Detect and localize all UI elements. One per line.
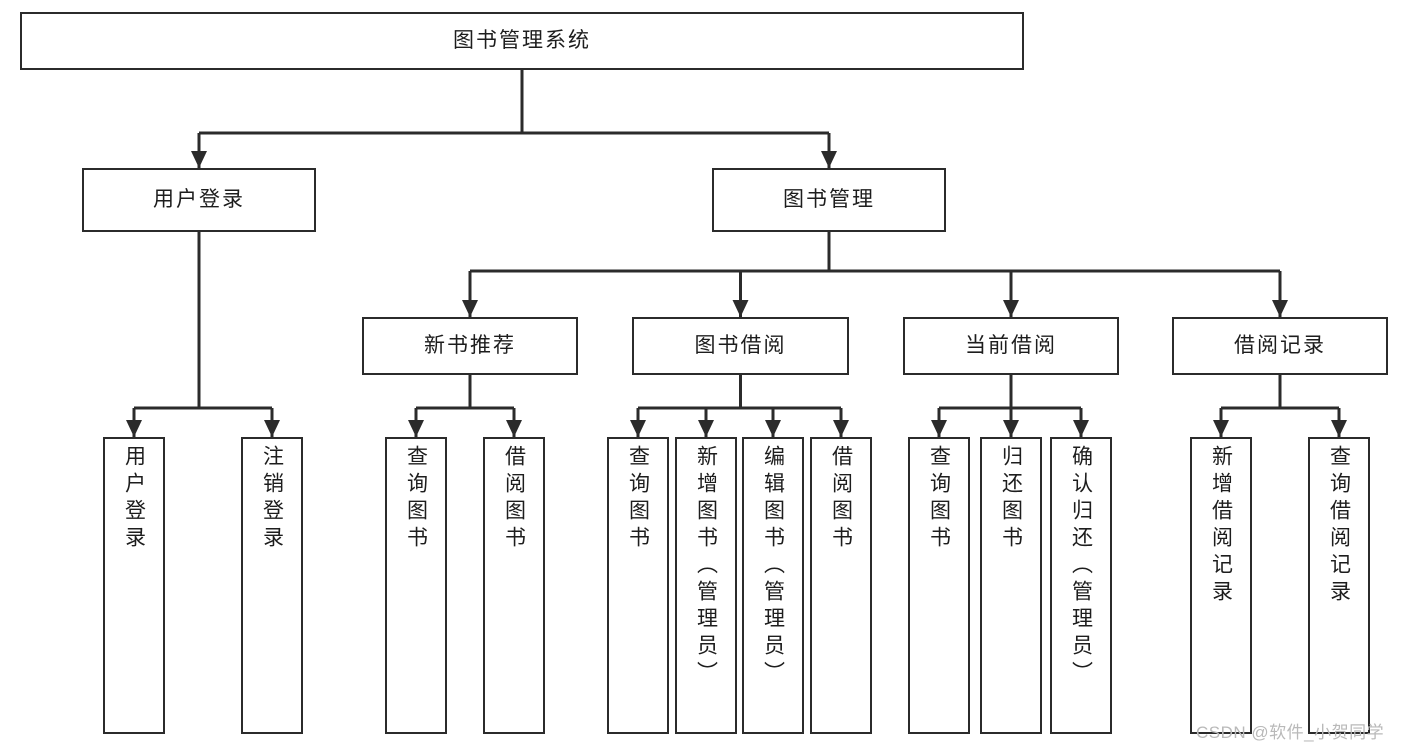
arrowhead-icon (1003, 420, 1019, 437)
node-leaf-4: 借阅图书 (483, 437, 545, 734)
node-leaf-10: 归还图书 (980, 437, 1042, 734)
arrowhead-icon (1003, 300, 1019, 317)
node-label: 新增图书（管理员） (694, 445, 718, 688)
node-label: 查询图书 (927, 445, 951, 553)
node-label: 用户登录 (122, 445, 146, 553)
arrowhead-icon (732, 300, 749, 317)
node-label: 图书管理 (783, 187, 875, 211)
node-leaf-2: 注销登录 (241, 437, 303, 734)
arrowhead-icon (264, 420, 280, 437)
node-leaf-7: 编辑图书（管理员） (742, 437, 804, 734)
node-leaf-6: 新增图书（管理员） (675, 437, 737, 734)
node-label: 新书推荐 (424, 333, 516, 357)
node-leaf-1: 用户登录 (103, 437, 165, 734)
node-label: 用户登录 (153, 187, 245, 211)
node-leaf-5: 查询图书 (607, 437, 669, 734)
arrowhead-icon (1073, 420, 1089, 437)
arrowhead-icon (1331, 420, 1347, 437)
node-root: 图书管理系统 (20, 12, 1024, 70)
node-leaf-11: 确认归还（管理员） (1050, 437, 1112, 734)
arrowhead-icon (821, 151, 837, 168)
node-label: 确认归还（管理员） (1069, 445, 1093, 688)
node-label: 图书管理系统 (453, 28, 591, 52)
node-current: 当前借阅 (903, 317, 1119, 375)
node-label: 归还图书 (999, 445, 1023, 553)
node-leaf-9: 查询图书 (908, 437, 970, 734)
node-leaf-8: 借阅图书 (810, 437, 872, 734)
node-label: 查询图书 (626, 445, 650, 553)
node-label: 查询图书 (404, 445, 428, 553)
arrowhead-icon (1213, 420, 1229, 437)
node-label: 借阅图书 (829, 445, 853, 553)
node-leaf-13: 查询借阅记录 (1308, 437, 1370, 734)
node-label: 图书借阅 (694, 333, 787, 357)
node-label: 当前借阅 (965, 333, 1057, 357)
arrowhead-icon (1272, 300, 1288, 317)
node-label: 借阅记录 (1234, 333, 1326, 357)
arrowhead-icon (462, 300, 478, 317)
node-label: 注销登录 (260, 445, 284, 553)
node-label: 新增借阅记录 (1209, 445, 1233, 607)
node-label: 借阅图书 (502, 445, 526, 553)
arrowhead-icon (506, 420, 522, 437)
node-label: 编辑图书（管理员） (761, 445, 785, 688)
node-records: 借阅记录 (1172, 317, 1388, 375)
node-leaf-3: 查询图书 (385, 437, 447, 734)
node-login: 用户登录 (82, 168, 316, 232)
arrowhead-icon (931, 420, 947, 437)
node-bookmgmt: 图书管理 (712, 168, 946, 232)
arrowhead-icon (833, 420, 849, 437)
arrowhead-icon (126, 420, 142, 437)
node-borrow: 图书借阅 (632, 317, 849, 375)
node-leaf-12: 新增借阅记录 (1190, 437, 1252, 734)
node-newbook: 新书推荐 (362, 317, 578, 375)
arrowhead-icon (630, 420, 646, 437)
node-label: 查询借阅记录 (1327, 445, 1351, 607)
arrowhead-icon (191, 151, 207, 168)
arrowhead-icon (698, 420, 714, 437)
csdn-watermark: CSDN @软件_小贺同学 (1196, 723, 1385, 742)
arrowhead-icon (765, 420, 781, 437)
arrowhead-icon (408, 420, 424, 437)
